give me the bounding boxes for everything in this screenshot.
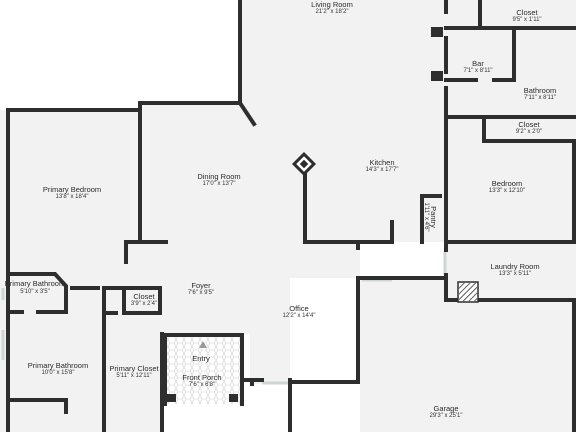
room-name: Bedroom: [491, 179, 523, 188]
room-front-porch: Front Porch 7'6" x 6'8": [182, 373, 221, 389]
room-primary-bedroom: Primary Bedroom 13'8" x 18'4": [43, 185, 101, 201]
room-dims: 1'11" x 4'6": [423, 202, 429, 232]
room-closet-foyer: Closet 3'9" x 2'4": [131, 292, 157, 308]
room-dims: 7'6" x 9'5": [187, 290, 215, 296]
entry-arrow-icon: [199, 341, 207, 348]
room-name: Foyer: [191, 281, 211, 290]
room-name: Primary Bedroom: [42, 185, 102, 194]
columns: [167, 27, 479, 402]
room-bar: Bar 7'1" x 8'11": [463, 59, 492, 75]
room-name: Kitchen: [369, 158, 395, 167]
room-dims: 10'0" x 15'8": [41, 370, 75, 376]
room-dims: 14'3" x 17'7": [365, 167, 399, 173]
room-dims: 5'11" x 12'11": [116, 373, 152, 379]
room-name: Primary Bathroom: [4, 279, 66, 288]
room-name: Primary Bathroom: [27, 361, 89, 370]
room-name: Front Porch: [182, 373, 222, 382]
room-closet-mid: Closet 9'2" x 2'0": [516, 120, 542, 136]
room-dims: 13'3" x 5'11": [498, 271, 532, 277]
room-dims: 7'1" x 8'11": [463, 68, 493, 74]
room-name: Closet: [133, 292, 155, 301]
room-dims: 13'3" x 12'10": [488, 188, 526, 194]
room-dims: 12'2" x 14'4": [282, 313, 316, 319]
room-laundry-room: Laundry Room 13'3" x 5'11": [490, 262, 539, 278]
room-dims: 17'0" x 13'7": [202, 181, 236, 187]
room-closet-top: Closet 9'5" x 1'11": [512, 8, 541, 24]
room-primary-bathroom-small: Primary Bathroom 5'10" x 3'5": [5, 279, 65, 296]
room-entry: Entry: [192, 354, 210, 363]
room-name: Dining Room: [197, 172, 241, 181]
room-garage: Garage 29'3" x 25'1": [430, 404, 463, 420]
room-dining-room: Dining Room 17'0" x 13'7": [197, 172, 240, 188]
front-porch-floor: [167, 337, 240, 404]
room-dims: 29'3" x 25'1": [429, 413, 463, 419]
room-bathroom: Bathroom 7'11" x 8'11": [524, 86, 557, 102]
room-pantry: Pantry 1'11" x 4'6": [422, 202, 438, 231]
room-name: Closet: [516, 8, 538, 17]
room-name: Laundry Room: [490, 262, 540, 271]
room-dims: 9'5" x 1'11": [512, 17, 542, 23]
room-dims: 9'2" x 2'0": [515, 129, 543, 135]
room-name: Pantry: [429, 206, 438, 228]
room-bedroom: Bedroom 13'3" x 12'10": [489, 179, 525, 195]
room-name: Bar: [472, 59, 484, 68]
room-name: Entry: [192, 354, 210, 363]
walls: [6, 0, 576, 432]
room-dims: 3'9" x 2'4": [130, 301, 158, 307]
room-primary-closet: Primary Closet 5'11" x 12'11": [109, 364, 158, 380]
room-dims: 5'10" x 3'5": [20, 289, 50, 295]
room-dims: 13'8" x 18'4": [55, 194, 89, 200]
room-name: Garage: [433, 404, 459, 413]
room-dims: 7'6" x 6'8": [188, 382, 216, 388]
room-name: Closet: [518, 120, 540, 129]
room-name: Primary Closet: [109, 364, 159, 373]
room-dims: 21'2" x 18'2": [315, 9, 349, 15]
room-name: Office: [289, 304, 309, 313]
room-name: Bathroom: [523, 86, 557, 95]
kitchen-fixture: [291, 151, 317, 177]
room-kitchen: Kitchen 14'3" x 17'7": [366, 158, 399, 174]
room-dims: 7'11" x 8'11": [523, 95, 556, 101]
room-office: Office 12'2" x 14'4": [283, 304, 316, 320]
room-foyer: Foyer 7'6" x 9'5": [188, 281, 214, 297]
room-name: Living Room: [311, 0, 353, 9]
room-primary-bathroom: Primary Bathroom 10'0" x 15'8": [28, 361, 88, 377]
room-living-room: Living Room 21'2" x 18'2": [311, 0, 353, 16]
